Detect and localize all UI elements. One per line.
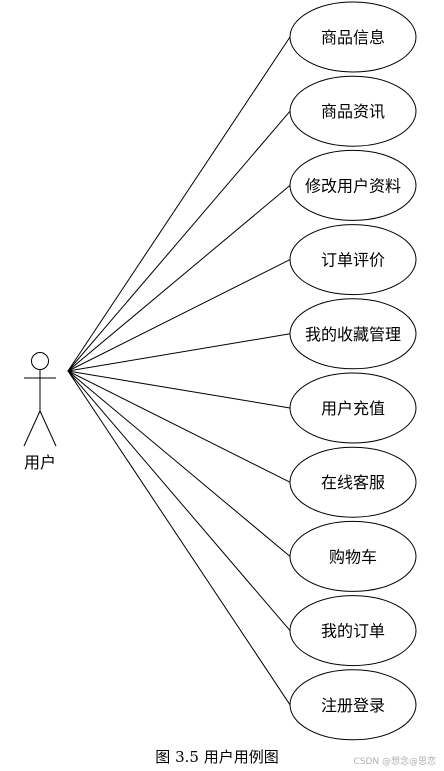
use-cases: 商品信息商品资讯修改用户资料订单评价我的收藏管理用户充值在线客服购物车我的订单注… — [289, 1, 417, 741]
use-case-label: 在线客服 — [321, 473, 385, 492]
use-case-ellipse — [289, 1, 417, 73]
association-line — [67, 370, 291, 631]
actor-label: 用户 — [24, 453, 56, 472]
association-line — [67, 370, 291, 483]
use-case-ellipse — [289, 372, 417, 444]
use-case-ellipse — [289, 298, 417, 370]
association-line — [67, 370, 291, 557]
use-case-label: 订单评价 — [321, 251, 385, 270]
use-case-ellipse — [289, 520, 417, 592]
association-line — [67, 185, 291, 372]
use-case: 用户充值 — [289, 372, 417, 444]
use-case-ellipse — [289, 595, 417, 667]
use-case-label: 修改用户资料 — [305, 176, 401, 195]
use-case-label: 购物车 — [329, 547, 377, 566]
actor-right-leg — [39, 410, 57, 447]
figure-caption: 图 3.5 用户用例图 — [155, 748, 278, 766]
association-line — [67, 370, 291, 706]
use-case-ellipse — [289, 669, 417, 741]
csdn-watermark: CSDN @想念@思恋 — [353, 755, 436, 767]
use-case: 购物车 — [289, 520, 417, 592]
use-case-ellipse — [289, 224, 417, 296]
use-case: 商品资讯 — [289, 75, 417, 147]
use-case: 我的收藏管理 — [289, 298, 417, 370]
use-case: 订单评价 — [289, 224, 417, 296]
use-case: 在线客服 — [289, 446, 417, 518]
use-case: 注册登录 — [289, 669, 417, 741]
use-case-ellipse — [289, 149, 417, 221]
use-case: 修改用户资料 — [289, 149, 417, 221]
association-lines — [67, 36, 291, 706]
use-case-ellipse — [289, 446, 417, 518]
use-case-label: 商品信息 — [321, 28, 385, 47]
association-line — [67, 370, 291, 409]
use-case: 商品信息 — [289, 1, 417, 73]
actor-left-leg — [23, 410, 41, 447]
use-case-label: 注册登录 — [321, 696, 385, 715]
association-line — [67, 36, 291, 372]
association-line — [67, 110, 291, 372]
use-case-ellipse — [289, 75, 417, 147]
use-case: 我的订单 — [289, 595, 417, 667]
association-line — [67, 259, 291, 372]
use-case-label: 我的收藏管理 — [305, 325, 401, 344]
actor-head — [31, 352, 49, 370]
association-line — [67, 333, 291, 372]
use-case-label: 我的订单 — [321, 622, 385, 641]
actor-user: 用户 — [23, 352, 57, 472]
use-case-label: 商品资讯 — [321, 102, 385, 121]
use-case-label: 用户充值 — [321, 399, 385, 418]
